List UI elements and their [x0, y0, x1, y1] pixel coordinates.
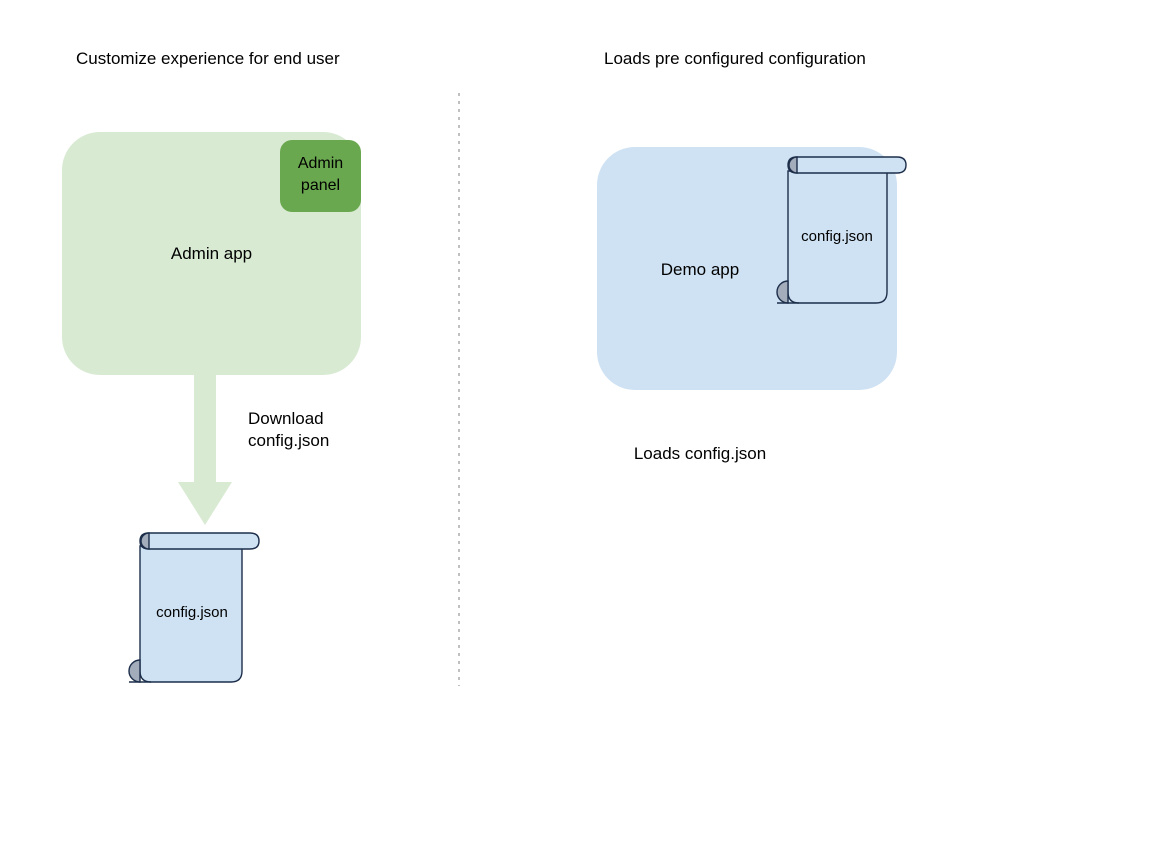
scroll-curl-top-right — [788, 156, 798, 174]
scroll-curl-top-left — [140, 532, 150, 550]
download-arrow — [178, 352, 232, 525]
config-json-label-left: config.json — [156, 604, 228, 621]
right-panel-title: Loads pre configured configuration — [604, 49, 866, 68]
admin-panel-badge[interactable] — [280, 140, 361, 212]
config-json-label-right: config.json — [801, 228, 873, 245]
left-panel-title: Customize experience for end user — [76, 49, 340, 68]
scroll-top-roll-left — [139, 532, 260, 550]
admin-app-label: Admin app — [170, 244, 253, 263]
scroll-top-roll-right — [787, 156, 907, 174]
scroll-curl-bottom-left — [128, 659, 141, 683]
demo-app-label: Demo app — [660, 260, 740, 279]
scroll-curl-bottom-right — [776, 280, 789, 304]
config-json-scroll-left[interactable] — [128, 532, 260, 683]
download-arrow-label: Download config.json — [248, 409, 330, 450]
config-json-scroll-right[interactable] — [776, 156, 907, 304]
admin-panel-label: Admin panel — [297, 155, 344, 194]
loads-config-caption: Loads config.json — [633, 444, 767, 463]
